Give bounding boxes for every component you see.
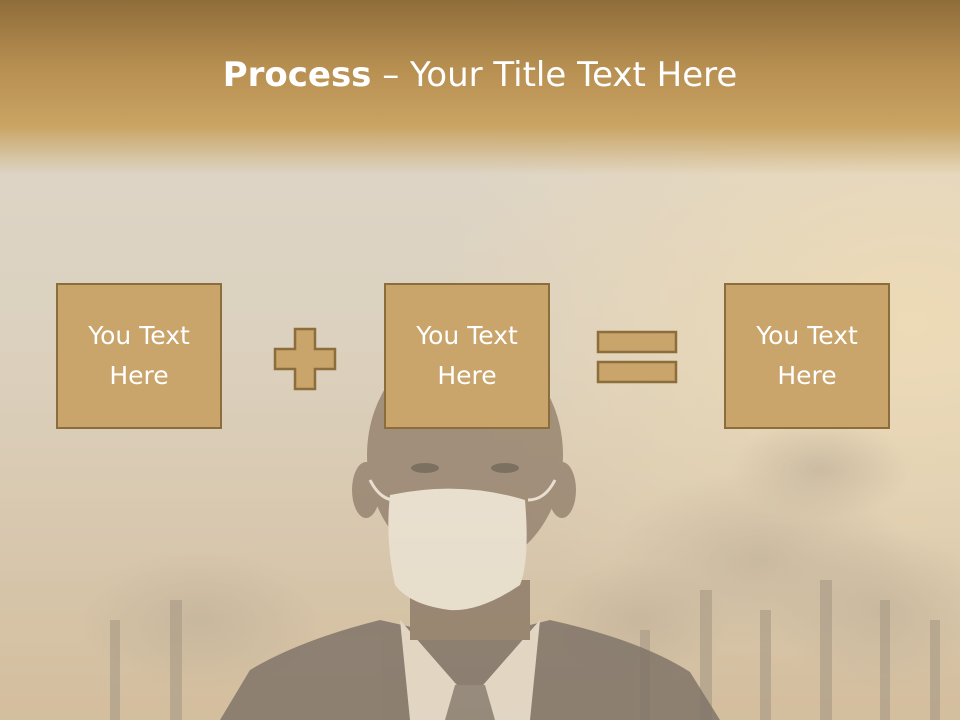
plus-icon — [273, 327, 337, 391]
process-box-1[interactable]: You Text Here — [56, 283, 222, 429]
process-box-2-label: You Text Here — [416, 321, 518, 390]
process-box-2[interactable]: You Text Here — [384, 283, 550, 429]
process-box-3-label: You Text Here — [756, 321, 858, 390]
title-bold: Process — [222, 55, 372, 95]
process-box-1-label: You Text Here — [88, 321, 190, 390]
equals-icon — [596, 330, 678, 384]
title-rest: – Your Title Text Here — [371, 55, 738, 95]
slide-title: Process – Your Title Text Here — [0, 52, 960, 98]
title-band — [0, 0, 960, 175]
process-box-3[interactable]: You Text Here — [724, 283, 890, 429]
